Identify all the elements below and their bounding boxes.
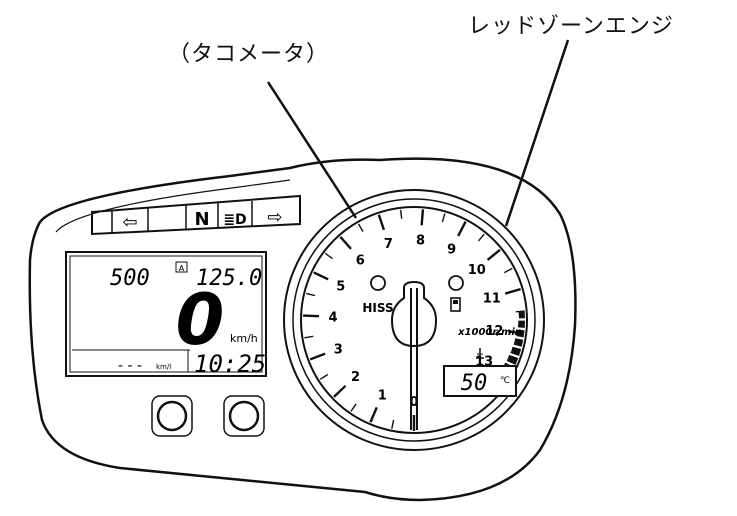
temp-unit: ℃: [500, 376, 510, 386]
neutral-indicator: N: [194, 209, 209, 230]
speed-readout: 0: [176, 279, 225, 361]
fuel-unit: km/l: [156, 363, 171, 371]
lcd-buttons: [151, 395, 265, 437]
tach-major-tick: [504, 287, 521, 295]
tach-minor-tick: [477, 233, 485, 242]
odometer-readout: 125.0: [196, 266, 262, 291]
tachometer-callout: （タコメータ）: [168, 42, 330, 67]
tach-number: 7: [384, 237, 393, 252]
tach-unit-label: x1000r/min: [457, 327, 522, 338]
red-zone-callout: レッドゾーンエンジ: [468, 14, 674, 39]
tach-major-tick: [309, 352, 326, 361]
tach-minor-tick: [515, 310, 525, 313]
hiss-label: HISS: [362, 301, 393, 315]
right-turn-icon: ⇨: [267, 207, 282, 228]
speed-unit: km/h: [230, 332, 258, 345]
tach-number: 9: [447, 242, 456, 257]
fuel-pump-icon: [450, 297, 461, 312]
tach-minor-tick: [319, 373, 329, 380]
tach-major-tick: [420, 209, 425, 226]
right-adjust-button[interactable]: [228, 400, 260, 432]
trip-readout: 500: [110, 266, 150, 291]
tach-number: 0: [409, 395, 418, 410]
tach-number: 11: [483, 291, 501, 306]
temp-icon: [476, 348, 484, 359]
clock-readout: 10:25: [194, 350, 266, 378]
tach-minor-tick: [306, 292, 316, 297]
tach-minor-tick: [399, 209, 403, 219]
tach-number: 5: [336, 279, 345, 294]
tach-major-tick: [508, 330, 525, 335]
tach-major-tick: [313, 271, 329, 281]
tach-number: 1: [378, 389, 387, 404]
temp-display: [443, 365, 517, 397]
tach-major-tick: [377, 214, 386, 231]
tach-number: 8: [416, 233, 425, 248]
left-turn-icon: ⇦: [122, 212, 137, 233]
cluster-inner-line: [55, 179, 291, 233]
tach-number: 10: [468, 263, 486, 278]
odometer-icon-label: A: [179, 264, 185, 273]
callout-lines: [266, 39, 570, 227]
tach-minor-tick: [304, 335, 314, 339]
tach-minor-tick: [503, 267, 513, 274]
tach-needle: [390, 280, 438, 430]
tach-number: 4: [329, 311, 338, 326]
cluster-housing: [28, 157, 577, 502]
tach-minor-tick: [510, 351, 520, 356]
tach-minor-tick: [350, 403, 357, 412]
tach-minor-tick: [391, 419, 395, 429]
tach-number: 3: [334, 343, 343, 358]
red-zone-segment: [513, 338, 524, 347]
temp-readout: 50: [461, 371, 488, 396]
tach-number: 12: [485, 324, 503, 339]
red-zone-segment: [518, 320, 525, 328]
fuel-lamp: [448, 275, 464, 291]
tach-major-tick: [369, 406, 378, 423]
indicator-strip: ⇦ N ≣D ⇨: [91, 194, 301, 236]
red-zone-segment: [518, 311, 525, 319]
tach-number: 6: [356, 253, 365, 268]
tach-minor-tick: [357, 223, 364, 233]
tach-major-tick: [303, 314, 320, 318]
high-beam-icon: ≣D: [223, 212, 246, 228]
lcd-panel: 500 A 125.0 0 km/h - - - km/l 10:25: [65, 251, 267, 378]
tach-major-tick: [339, 236, 352, 250]
odometer-icon: [175, 261, 188, 273]
tach-ticks: [303, 209, 525, 431]
left-adjust-button[interactable]: [156, 400, 188, 432]
tach-minor-tick: [441, 213, 446, 223]
hiss-lamp: [370, 275, 386, 291]
tach-number: 2: [351, 370, 360, 385]
tach-major-tick: [333, 384, 347, 398]
red-zone-segment: [506, 354, 519, 365]
tach-minor-tick: [324, 252, 333, 260]
tach-major-tick: [457, 221, 467, 237]
tach-major-tick: [486, 248, 501, 261]
fuel-bar: - - -: [118, 358, 142, 374]
